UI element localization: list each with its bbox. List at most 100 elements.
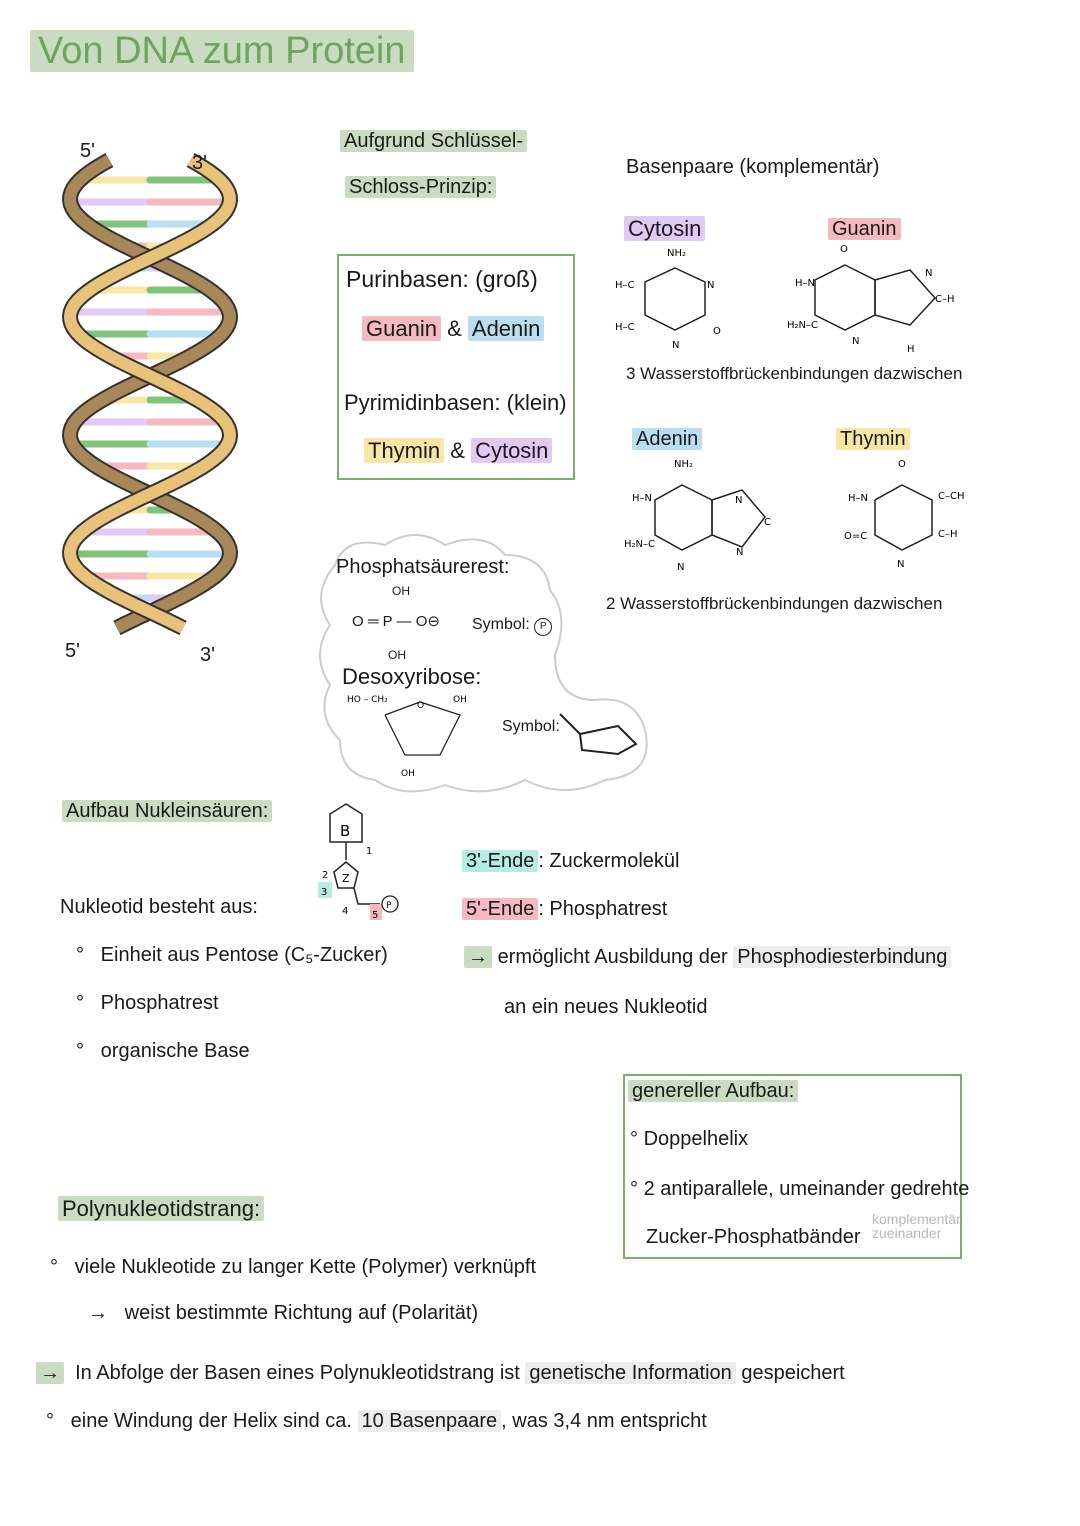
general-item-cont: Zucker-Phosphatbänder — [646, 1226, 861, 1248]
poly-genetic-info: → In Abfolge der Basen eines Polynukleot… — [36, 1362, 845, 1385]
svg-text:O: O — [417, 701, 424, 711]
phosphate-symbol-label: Symbol: P — [472, 616, 553, 636]
poly-subitem: → weist bestimmte Richtung auf (Polaritä… — [88, 1302, 479, 1324]
svg-text:OH: OH — [453, 695, 467, 705]
title-text: Von DNA zum Protein — [30, 30, 414, 72]
end3: 3'-Ende: Zuckermolekül — [462, 850, 679, 873]
nucleotide-consists: Nukleotid besteht aus: — [60, 896, 258, 918]
phosphate-symbol-icon: P — [534, 618, 553, 636]
svg-text:N: N — [897, 559, 904, 570]
svg-text:O=C: O=C — [844, 531, 867, 542]
svg-text:O: O — [840, 244, 848, 255]
svg-text:N: N — [677, 562, 684, 573]
desoxyribose-structure: HO – CH₂ O OH OH — [347, 695, 467, 779]
sugar-symbol-label: Symbol: — [502, 718, 560, 735]
key-lock-text2: Schloss-Prinzip: — [345, 176, 497, 198]
general-heading: genereller Aufbau: — [628, 1080, 799, 1103]
phosphate-oh-top: OH — [392, 584, 410, 598]
svg-text:2: 2 — [322, 870, 328, 881]
bases-box — [337, 254, 575, 480]
page-title: Von DNA zum Protein — [30, 30, 414, 73]
at-bond-note: 2 Wasserstoffbrückenbindungen dazwischen — [606, 594, 943, 613]
svg-text:H₂N–C: H₂N–C — [787, 320, 818, 331]
thymin-tag: Thymin — [364, 438, 445, 463]
ends-consequence: → ermöglicht Ausbildung der Phosphodiest… — [464, 946, 952, 969]
cytosine-ring — [644, 267, 706, 331]
general-item: ° Doppelhelix — [630, 1128, 749, 1150]
guanin-tag: Guanin — [362, 316, 441, 341]
phosphate-oh-bottom: OH — [388, 648, 406, 662]
helix-label-5-bottom: 5' — [65, 640, 80, 662]
svg-text:H–C: H–C — [615, 322, 635, 333]
general-item: ° 2 antiparallele, umeinander gedrehte — [630, 1178, 970, 1200]
ends-consequence-2: an ein neues Nukleotid — [504, 996, 708, 1018]
svg-text:H–N: H–N — [848, 493, 868, 504]
guanine-ring — [814, 264, 876, 331]
phosphate-label: Phosphatsäurerest: — [336, 556, 510, 578]
key-lock-line2: Schloss-Prinzip: — [345, 176, 497, 199]
svg-text:H₂N–C: H₂N–C — [624, 539, 655, 550]
svg-text:C–H: C–H — [935, 294, 955, 305]
svg-text:N: N — [735, 495, 742, 506]
adenin-tag: Adenin — [467, 316, 545, 341]
svg-text:Z: Z — [342, 872, 350, 885]
svg-text:3: 3 — [321, 887, 327, 898]
svg-text:C–H: C–H — [938, 529, 958, 540]
general-structure-box — [623, 1074, 962, 1259]
svg-text:P: P — [386, 901, 392, 911]
svg-text:5: 5 — [372, 910, 378, 921]
base-pairs-heading: Basenpaare (komplementär) — [626, 156, 880, 178]
svg-text:N: N — [707, 280, 714, 291]
svg-text:H–N: H–N — [632, 493, 652, 504]
pyrimidine-examples: Thymin & Cytosin — [364, 438, 553, 464]
cloud-outline — [319, 534, 648, 793]
backbone-strand — [63, 154, 237, 634]
svg-text:H: H — [907, 344, 915, 355]
nucleotide-diagram: B Z P 1 2 3 4 5 — [318, 803, 399, 921]
poly-item: ° viele Nukleotide zu langer Kette (Poly… — [50, 1256, 536, 1278]
list-item: ° organische Base — [76, 1040, 250, 1062]
svg-text:O: O — [898, 459, 906, 470]
helix-label-3-bottom: 3' — [200, 644, 215, 666]
key-lock-text1: Aufgrund Schlüssel- — [340, 130, 527, 152]
pyrimidine-heading: Pyrimidinbasen: (klein) — [344, 390, 567, 415]
purine-heading: Purinbasen: (groß) — [346, 266, 538, 292]
svg-text:1: 1 — [366, 846, 372, 857]
gc-bond-note: 3 Wasserstoffbrückenbindungen dazwischen — [626, 364, 963, 383]
list-item: ° Phosphatrest — [76, 992, 219, 1014]
svg-text:NH₂: NH₂ — [667, 248, 686, 259]
helix-label-3-top: 3' — [192, 152, 207, 174]
phosphate-formula: O ═ P — O⊖ — [352, 613, 440, 630]
sugar-label: Desoxyribose: — [342, 664, 482, 689]
cytosin-label: Cytosin — [624, 216, 706, 242]
pentagon-symbol-icon — [559, 713, 638, 756]
purine-examples: Guanin & Adenin — [362, 316, 545, 342]
adenin-label: Adenin — [632, 428, 703, 451]
svg-text:N: N — [925, 268, 932, 279]
svg-text:HO – CH₂: HO – CH₂ — [347, 695, 388, 705]
svg-text:N: N — [736, 547, 743, 558]
cytosin-tag: Cytosin — [471, 438, 553, 463]
svg-text:4: 4 — [342, 906, 348, 917]
list-item: ° Einheit aus Pentose (C₅-Zucker) — [76, 944, 388, 966]
guanin-label: Guanin — [828, 218, 901, 241]
svg-text:B: B — [340, 822, 350, 840]
svg-text:NH₂: NH₂ — [674, 459, 693, 470]
poly-heading: Polynukleotidstrang: — [58, 1196, 265, 1222]
thymin-label: Thymin — [836, 428, 910, 451]
key-lock-line1: Aufgrund Schlüssel- — [340, 130, 527, 153]
poly-windung: ° eine Windung der Helix sind ca. 10 Bas… — [46, 1410, 707, 1432]
helix-label-5-top: 5' — [80, 140, 95, 162]
svg-text:C: C — [764, 517, 771, 528]
svg-text:N: N — [672, 340, 679, 351]
svg-text:O: O — [713, 326, 721, 337]
backbone-strand — [63, 154, 237, 634]
svg-text:H–C: H–C — [615, 280, 635, 291]
nucleic-acid-heading: Aufbau Nukleinsäuren: — [62, 800, 273, 823]
dna-helix-illustration — [61, 153, 239, 636]
guanine-ring-5 — [874, 269, 937, 326]
svg-text:OH: OH — [401, 769, 415, 779]
